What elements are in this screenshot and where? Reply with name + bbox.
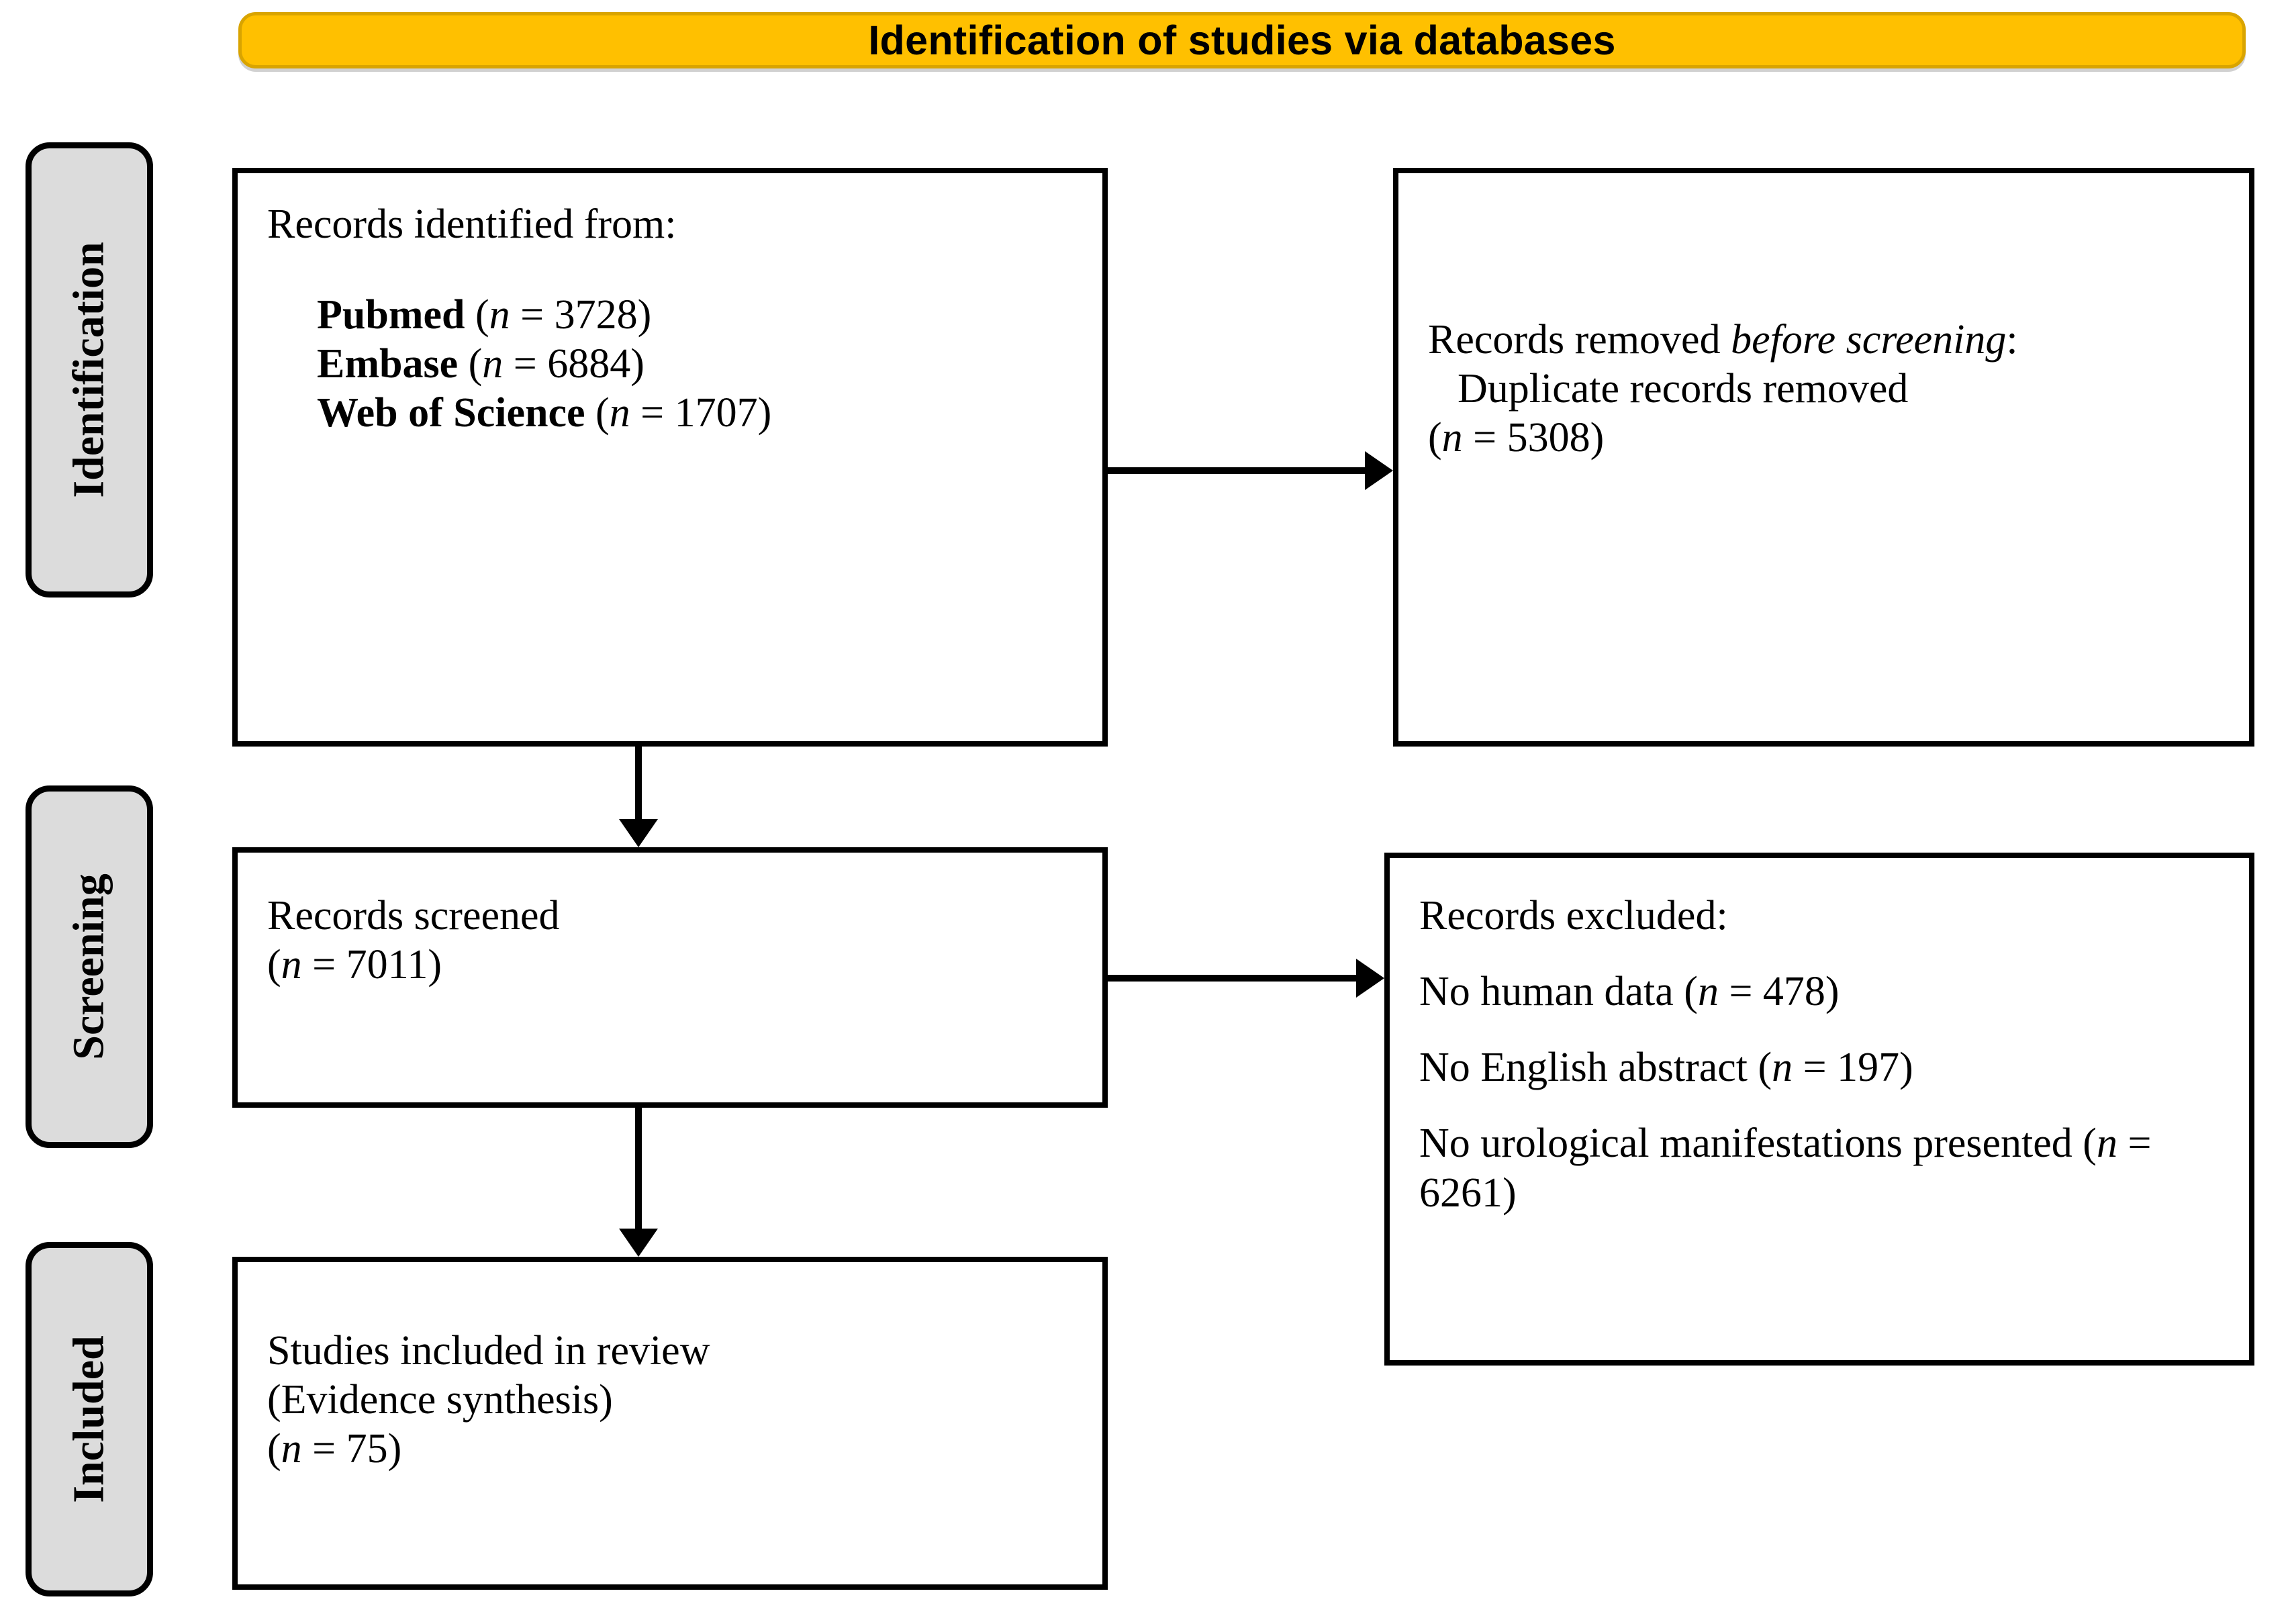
studies-included-count: (n = 75) <box>267 1426 402 1472</box>
arrow-screened-to-included <box>619 1108 658 1257</box>
stage-label-identification-text: Identification <box>64 242 113 498</box>
arrow-screened-to-excluded <box>1108 959 1384 998</box>
stage-label-identification: Identification <box>26 142 153 598</box>
source-count-embase: (n = 6884) <box>468 341 645 387</box>
spacer <box>1419 1092 2220 1119</box>
exclusion-reason-no-english-abstract: No English abstract (n = 197) <box>1419 1045 1913 1091</box>
source-name-embase: Embase <box>317 341 459 387</box>
exclusion-reason-no-english-abstract-text: No English abstract <box>1419 1045 1758 1091</box>
arrow-identified-to-screened <box>619 747 658 847</box>
source-name-pubmed: Pubmed <box>317 292 465 338</box>
box-records-identified: Records identified from: Pubmed (n = 372… <box>232 168 1108 747</box>
records-excluded-heading: Records excluded: <box>1419 893 1728 939</box>
source-row-pubmed: Pubmed (n = 3728) <box>267 291 1073 340</box>
source-row-web-of-science: Web of Science (n = 1707) <box>267 389 1073 438</box>
records-removed-heading: Records removed before screening: <box>1428 316 2220 365</box>
records-screened-label: Records screened <box>267 893 560 939</box>
source-count-pubmed: (n = 3728) <box>475 292 652 338</box>
arrow-identified-to-removed <box>1108 451 1393 490</box>
stage-label-screening-text: Screening <box>64 873 114 1060</box>
diagram-header-banner: Identification of studies via databases <box>238 12 2246 68</box>
records-removed-heading-suffix: : <box>2006 317 2018 363</box>
spacer <box>1419 941 2220 967</box>
records-removed-reason: Duplicate records removed <box>1458 366 1909 412</box>
studies-included-line1: Studies included in review <box>267 1328 710 1374</box>
box-records-screened: Records screened (n = 7011) <box>232 847 1108 1108</box>
records-removed-heading-italic: before screening <box>1731 317 2007 363</box>
exclusion-reason-no-human-data: No human data (n = 478) <box>1419 969 1840 1015</box>
spacer <box>267 249 1073 291</box>
stage-label-included-text: Included <box>64 1335 113 1503</box>
source-count-web-of-science: (n = 1707) <box>595 390 772 436</box>
stage-label-screening: Screening <box>26 785 153 1148</box>
exclusion-reason-no-human-data-text: No human data <box>1419 969 1684 1015</box>
records-removed-count: (n = 5308) <box>1428 415 1605 461</box>
source-name-web-of-science: Web of Science <box>317 390 585 436</box>
box-studies-included: Studies included in review (Evidence syn… <box>232 1257 1108 1590</box>
exclusion-reason-no-urological-manifestations: No urological manifestations presented (… <box>1419 1120 2152 1216</box>
spacer <box>1419 1016 2220 1043</box>
records-screened-count: (n = 7011) <box>267 942 442 988</box>
records-removed-heading-prefix: Records removed <box>1428 317 1731 363</box>
exclusion-reason-no-urological-manifestations-text: No urological manifestations presented <box>1419 1120 2083 1167</box>
box-records-excluded: Records excluded: No human data (n = 478… <box>1384 853 2254 1366</box>
stage-label-included: Included <box>26 1242 153 1596</box>
source-row-embase: Embase (n = 6884) <box>267 340 1073 389</box>
records-identified-heading: Records identified from: <box>267 201 677 247</box>
diagram-header-title: Identification of studies via databases <box>868 17 1616 63</box>
studies-included-line2: (Evidence synthesis) <box>267 1377 613 1423</box>
box-records-removed: Records removed before screening: Duplic… <box>1393 168 2254 747</box>
